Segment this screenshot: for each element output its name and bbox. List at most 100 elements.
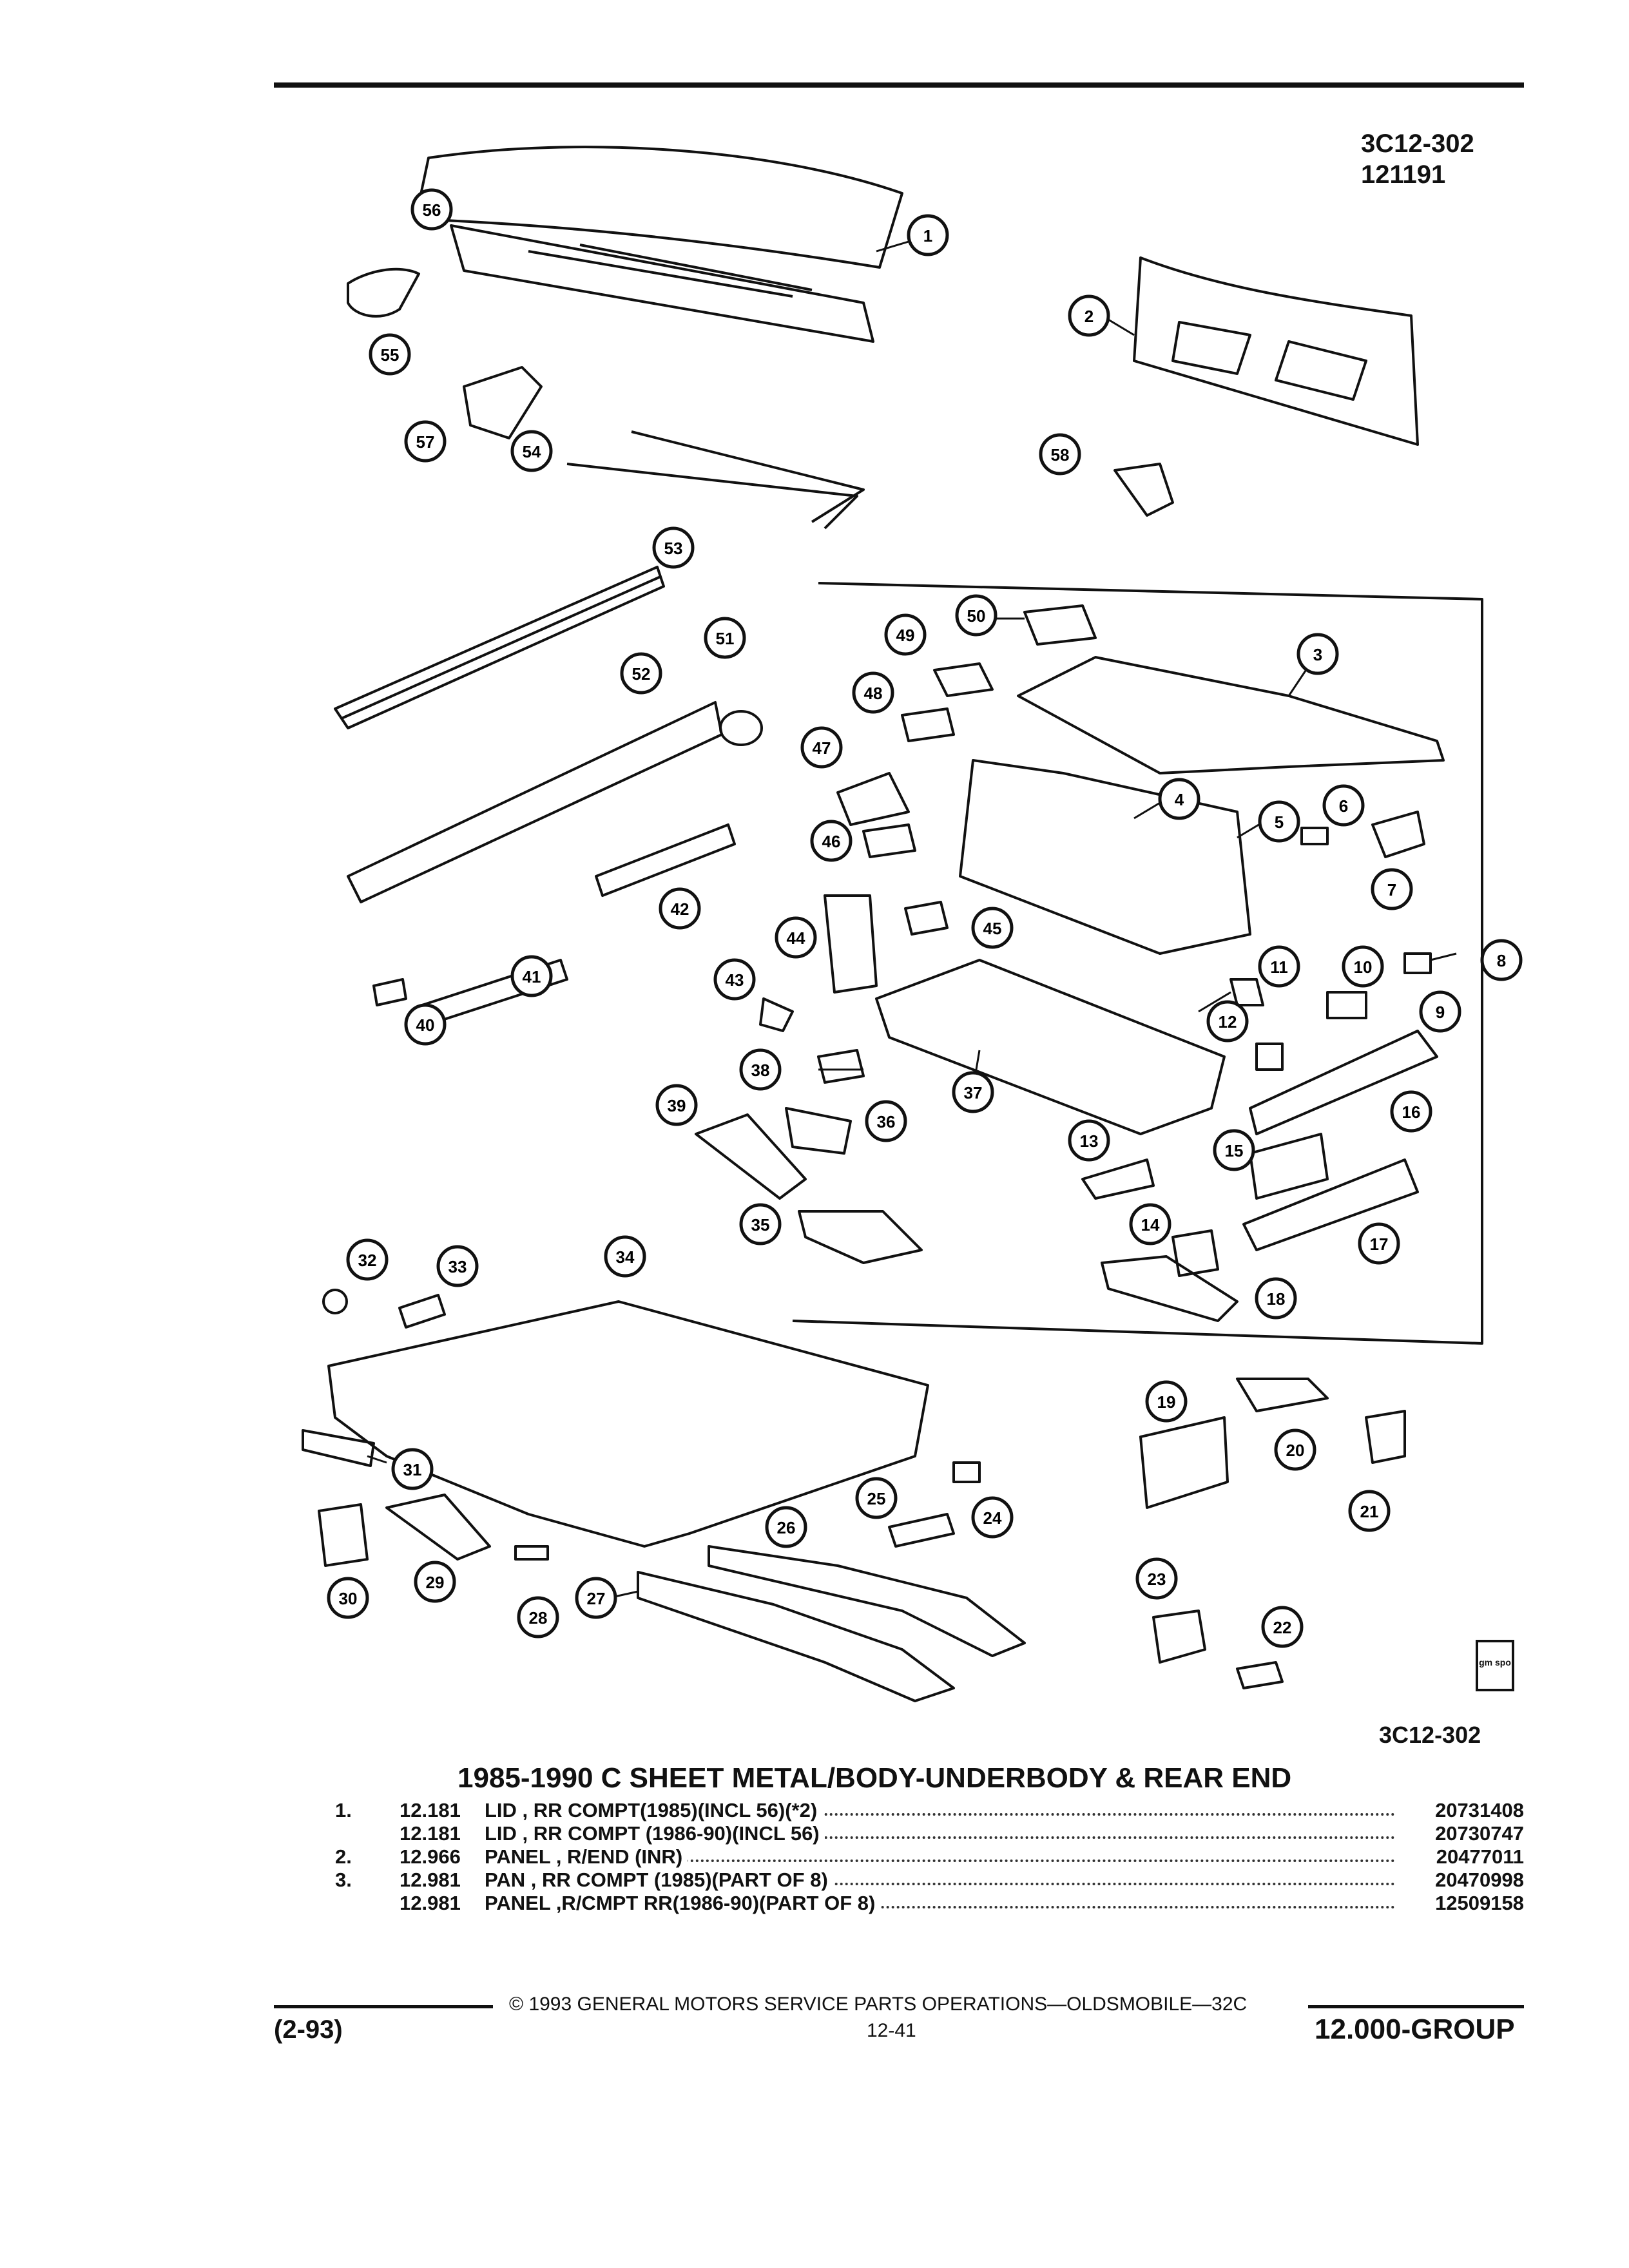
callout-circle (1371, 868, 1413, 910)
exploded-parts-diagram: 1234567891011121314151617181920212223242… (302, 146, 1523, 1702)
part-40-plate (372, 978, 407, 1006)
diagram-caption-code: 3C12-302 (1379, 1722, 1481, 1748)
callout-51: 51 (704, 617, 746, 659)
row-leader-dots (485, 1860, 1395, 1862)
callout-label: 46 (822, 832, 841, 851)
callout-circle (1135, 1557, 1178, 1600)
callout-label: 5 (1275, 812, 1284, 832)
part-48-bracket (901, 707, 955, 742)
part-44-panel (824, 894, 878, 994)
callout-23: 23 (1135, 1557, 1178, 1600)
callout-22: 22 (1261, 1606, 1304, 1648)
part-45-bracket (904, 901, 949, 936)
callout-label: 26 (777, 1518, 796, 1537)
callout-21: 21 (1348, 1490, 1391, 1532)
callout-circle (1390, 1090, 1432, 1133)
callout-circle (884, 613, 927, 656)
callout-label: 42 (671, 899, 689, 919)
part-38-bracket (817, 1049, 865, 1084)
part-16-rail (1249, 1030, 1438, 1135)
callout-circle (1213, 1129, 1255, 1171)
part-6-clip (1300, 827, 1329, 845)
callout-label: 31 (403, 1460, 422, 1479)
part-56-lid-inner (450, 224, 874, 343)
callout-24: 24 (971, 1496, 1014, 1539)
callout-44: 44 (775, 916, 817, 959)
callout-circle (327, 1577, 369, 1619)
callout-39: 39 (655, 1084, 698, 1126)
part-57-bracket (463, 366, 543, 439)
part-2-end-panel (1133, 256, 1419, 446)
footer-group: 12.000-GROUP (1315, 2013, 1515, 2045)
callout-circle (369, 333, 411, 376)
callout-label: 57 (416, 432, 435, 452)
callout-49: 49 (884, 613, 927, 656)
part-18-rail (1101, 1255, 1239, 1322)
part-54-rods (566, 430, 865, 530)
callout-label: 32 (358, 1251, 377, 1270)
callout-label: 16 (1402, 1102, 1421, 1122)
part-23-bracket (1152, 1610, 1206, 1664)
callout-circle (739, 1203, 782, 1245)
callout-label: 28 (529, 1608, 548, 1628)
callout-circle (775, 916, 817, 959)
row-group-number: 12.181 (400, 1799, 461, 1821)
part-5-rear-panel (959, 759, 1251, 955)
callout-label: 24 (983, 1508, 1002, 1528)
part-27-rail (637, 1571, 955, 1702)
callout-layer: 1234567891011121314151617181920212223242… (327, 188, 1523, 1648)
row-leader-dots (485, 1906, 1395, 1908)
callout-label: 12 (1219, 1012, 1237, 1032)
callout-6: 6 (1322, 784, 1365, 827)
part-7-bracket (1371, 811, 1425, 858)
row-description-wrap: LID , RR COMPT(1985)(INCL 56)(*2) (485, 1799, 1629, 1822)
callout-circle (713, 958, 756, 1001)
callout-label: 1 (923, 226, 932, 245)
callout-33: 33 (436, 1245, 479, 1287)
callout-label: 34 (616, 1247, 635, 1267)
part-42-reinf (595, 823, 736, 897)
part-14-bracket (1171, 1229, 1219, 1277)
callout-3: 3 (1296, 633, 1339, 675)
callout-circle (436, 1245, 479, 1287)
callout-circle (1255, 1277, 1297, 1320)
callout-circle (800, 726, 843, 769)
callout-48: 48 (852, 671, 894, 714)
callout-label: 23 (1148, 1570, 1166, 1589)
callout-circle (1358, 1222, 1400, 1265)
callout-31: 31 (391, 1448, 434, 1490)
callout-label: 51 (716, 629, 735, 648)
callout-circle (1206, 1000, 1249, 1043)
part-31-bracket (302, 1429, 375, 1467)
callout-label: 11 (1270, 957, 1288, 977)
callout-label: 13 (1080, 1131, 1099, 1151)
callout-circle (655, 1084, 698, 1126)
callout-label: 7 (1387, 880, 1396, 899)
part-55-hinge (347, 267, 420, 318)
callout-42: 42 (659, 887, 701, 930)
callout-circle (652, 526, 695, 569)
callout-16: 16 (1390, 1090, 1432, 1133)
callout-43: 43 (713, 958, 756, 1001)
callout-circle (1145, 1380, 1188, 1423)
callout-28: 28 (517, 1596, 559, 1639)
callout-label: 20 (1286, 1441, 1305, 1460)
callout-circle (510, 430, 553, 472)
callout-40: 40 (404, 1003, 447, 1046)
row-part-number: 20470998 (1431, 1869, 1524, 1892)
callout-2: 2 (1068, 294, 1110, 337)
callout-label: 54 (523, 442, 541, 461)
callout-50: 50 (955, 594, 998, 637)
callout-circle (517, 1596, 559, 1639)
part-10-bracket (1326, 991, 1367, 1019)
callout-54: 54 (510, 430, 553, 472)
callout-4: 4 (1158, 778, 1200, 820)
part-11-bracket (1229, 978, 1264, 1006)
callout-17: 17 (1358, 1222, 1400, 1265)
callout-14: 14 (1129, 1203, 1171, 1245)
callout-7: 7 (1371, 868, 1413, 910)
footer-copyright: © 1993 GENERAL MOTORS SERVICE PARTS OPER… (509, 1994, 1248, 2015)
